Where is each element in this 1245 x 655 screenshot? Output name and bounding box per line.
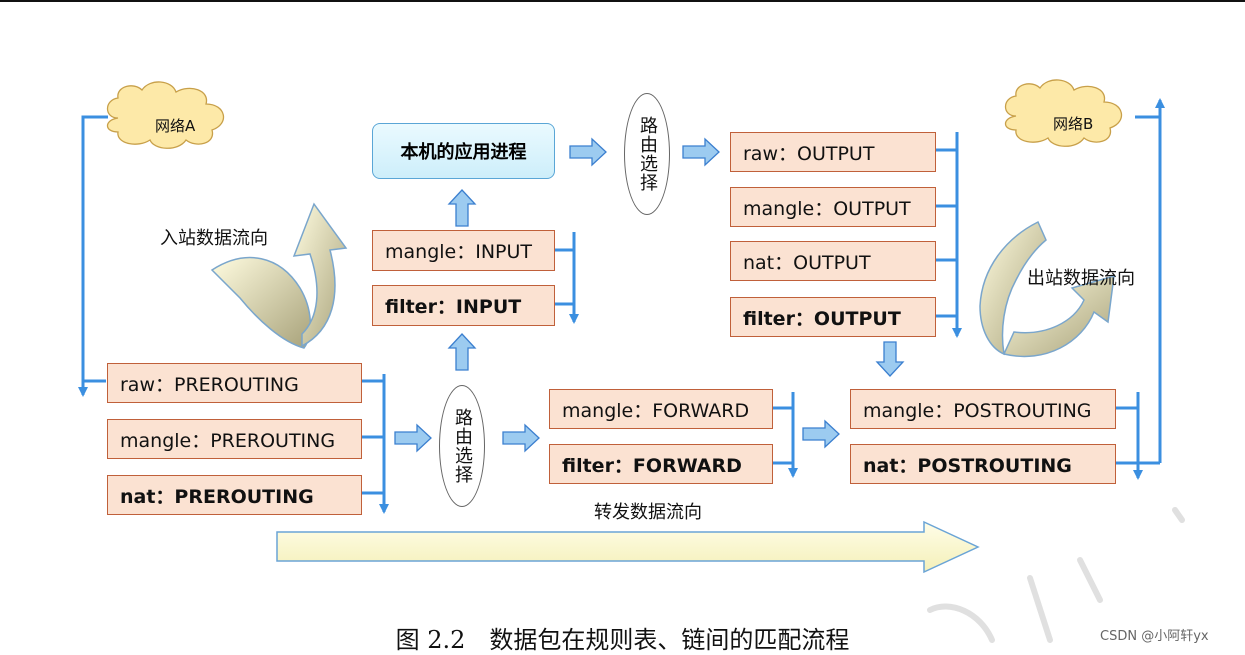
cloud-network-b xyxy=(1004,79,1122,147)
block-arrows xyxy=(394,137,905,453)
box-nat-prerouting: nat：PREROUTING xyxy=(107,475,362,515)
outbound-flow-label: 出站数据流向 xyxy=(1027,268,1135,289)
box-mangle-output: mangle：OUTPUT xyxy=(730,187,936,227)
box-nat-output: nat：OUTPUT xyxy=(730,241,936,281)
forward-flow-label: 转发数据流向 xyxy=(594,502,702,523)
route-decision-bottom-label: 路由选择 xyxy=(452,408,473,484)
route-decision-top: 路由选择 xyxy=(624,93,670,215)
box-filter-input: filter：INPUT xyxy=(372,285,555,326)
route-decision-top-label: 路由选择 xyxy=(637,116,658,192)
line-input-bus xyxy=(555,232,579,324)
inbound-curve-arrow xyxy=(210,202,348,349)
local-app-process-box: 本机的应用进程 xyxy=(372,123,555,179)
top-rule xyxy=(0,0,1245,2)
network-b-label: 网络B xyxy=(1053,115,1094,133)
box-mangle-input: mangle：INPUT xyxy=(372,230,555,271)
box-filter-output: filter：OUTPUT xyxy=(730,297,936,337)
outbound-curve-arrow xyxy=(979,220,1115,358)
line-prerouting-bus xyxy=(362,374,389,514)
figure-caption: 图 2.2 数据包在规则表、链间的匹配流程 xyxy=(395,626,850,654)
csdn-watermark: CSDN @小阿轩yx xyxy=(1100,629,1209,644)
box-nat-postrouting: nat：POSTROUTING xyxy=(850,444,1116,484)
cloud-network-a xyxy=(106,81,224,149)
line-forward-bus xyxy=(773,392,798,478)
line-output-bus xyxy=(936,132,962,338)
forward-flow-arrow xyxy=(276,520,980,574)
box-filter-forward: filter：FORWARD xyxy=(549,444,773,484)
box-mangle-postrouting: mangle：POSTROUTING xyxy=(850,389,1116,429)
watermark-strokes xyxy=(927,507,1185,643)
box-mangle-forward: mangle：FORWARD xyxy=(549,389,773,429)
box-mangle-prerouting: mangle：PREROUTING xyxy=(107,419,362,459)
route-decision-bottom: 路由选择 xyxy=(439,385,485,507)
box-raw-output: raw：OUTPUT xyxy=(730,132,936,172)
line-network-a-in xyxy=(78,115,108,397)
network-a-label: 网络A xyxy=(155,117,196,135)
inbound-flow-label: 入站数据流向 xyxy=(160,228,268,249)
line-postrouting-bus xyxy=(1116,98,1165,480)
box-raw-prerouting: raw：PREROUTING xyxy=(107,363,362,403)
